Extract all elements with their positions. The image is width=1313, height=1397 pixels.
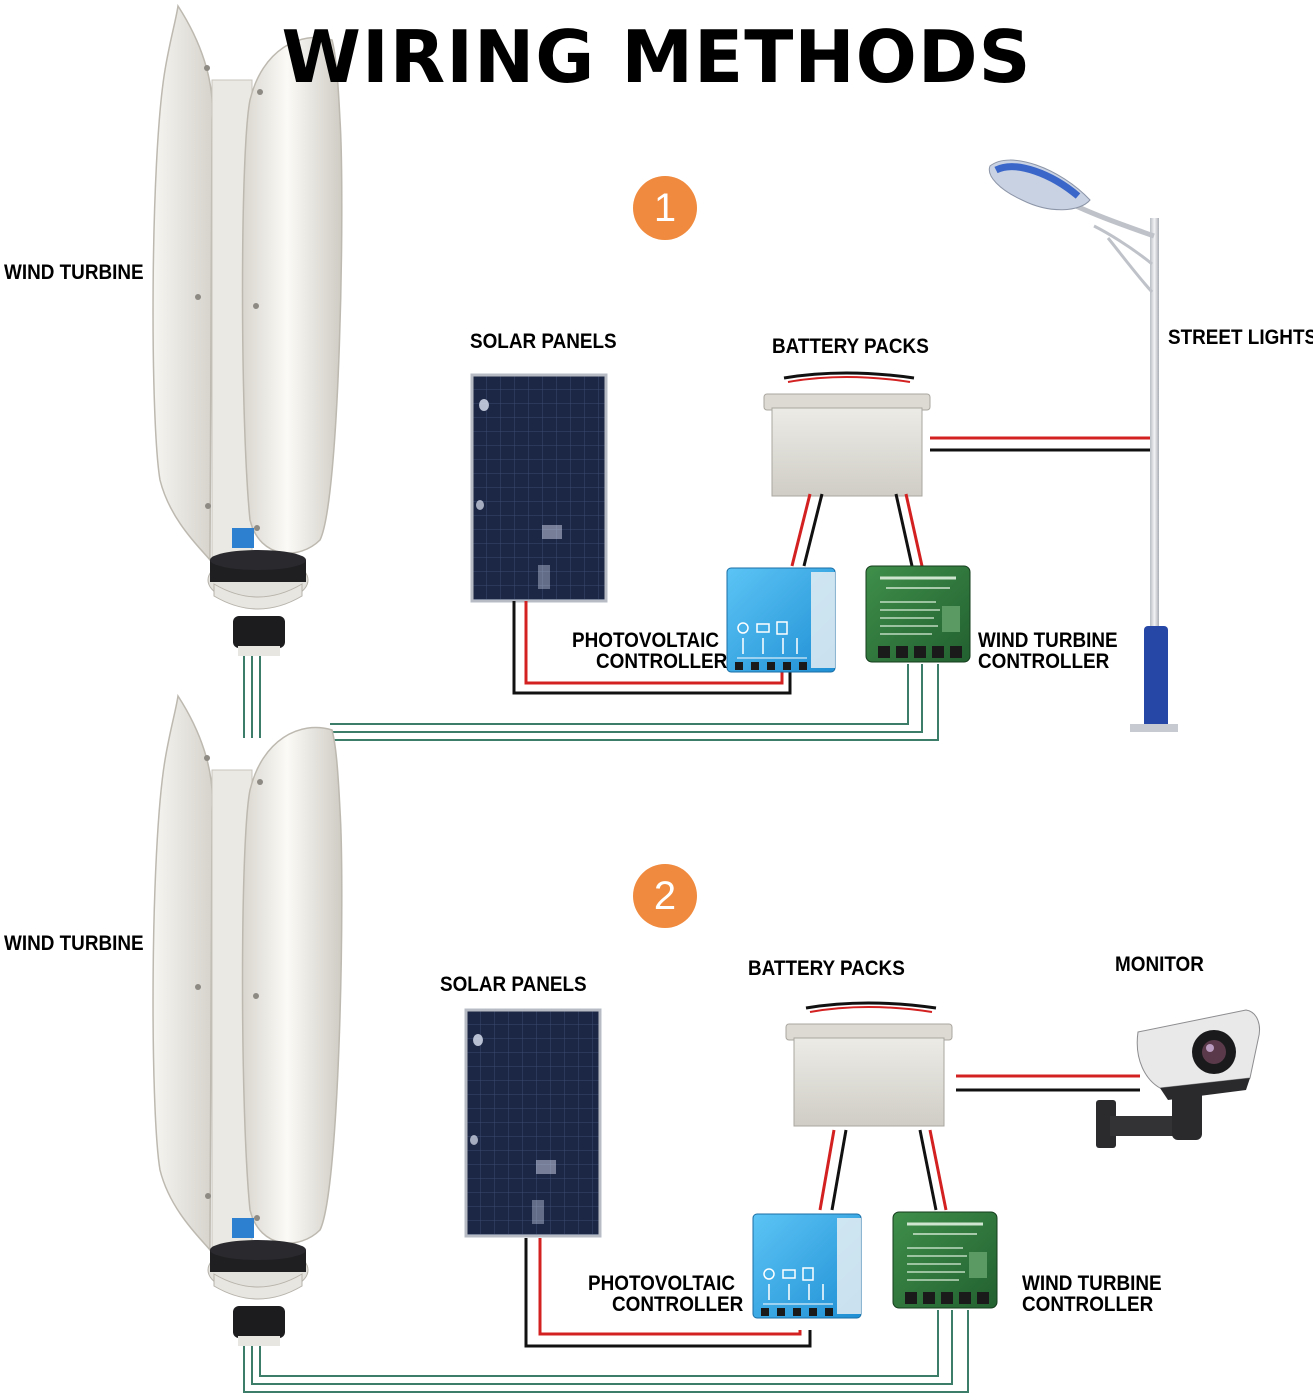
photovoltaic-controller-2 [753,1214,861,1318]
label-wt-controller-2-line1: WIND TURBINE [1022,1273,1162,1295]
label-wt-controller-1-line2: CONTROLLER [978,651,1109,673]
page-title: WIRING METHODS [0,14,1313,100]
label-pv-controller-1-line1: PHOTOVOLTAIC [572,630,719,652]
wire-batt-pv-black-2 [832,1130,846,1210]
label-solar-panels-2: SOLAR PANELS [440,974,587,996]
label-solar-panels-1: SOLAR PANELS [470,331,617,353]
wire-batt-pv-red-2 [820,1130,834,1210]
label-pv-controller-1-line2: CONTROLLER [596,651,727,673]
photovoltaic-controller-1 [727,568,835,672]
battery-pack-2 [786,1003,952,1126]
security-camera [1096,1010,1260,1148]
solar-panel-1 [472,375,606,601]
battery-pack-1 [764,373,930,496]
label-monitor: MONITOR [1115,954,1204,976]
label-wt-controller-2-line2: CONTROLLER [1022,1294,1153,1316]
label-street-lights: STREET LIGHTS [1168,327,1313,349]
label-wt-controller-1-line1: WIND TURBINE [978,630,1118,652]
step-badge-1: 1 [633,176,697,240]
label-wind-turbine-1: WIND TURBINE [4,262,144,284]
solar-panel-2 [466,1010,600,1236]
step-badge-2: 2 [633,864,697,928]
label-battery-packs-2: BATTERY PACKS [748,958,905,980]
label-pv-controller-2-line2: CONTROLLER [612,1294,743,1316]
wire-ac-turbine-2 [244,1310,968,1392]
wind-turbine-1 [153,6,342,656]
label-battery-packs-1: BATTERY PACKS [772,336,929,358]
label-wind-turbine-2: WIND TURBINE [4,933,144,955]
wind-turbine-controller-2 [893,1212,997,1308]
label-pv-controller-2-line1: PHOTOVOLTAIC [588,1273,735,1295]
wind-turbine-2 [153,696,342,1346]
wind-turbine-controller-1 [866,566,970,662]
